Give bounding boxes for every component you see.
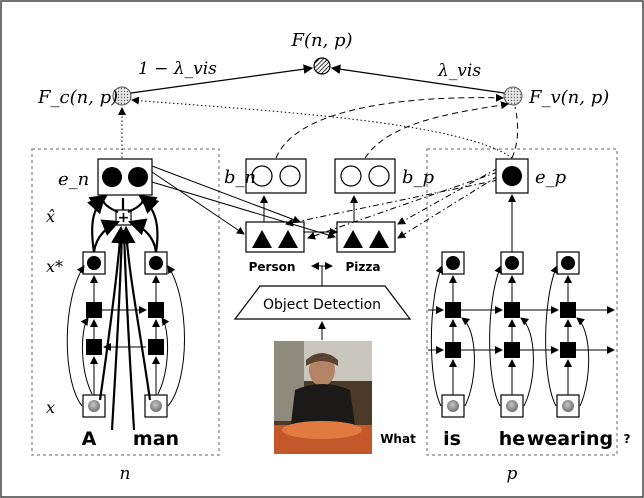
weight-right-label: λ_vis xyxy=(437,61,481,81)
weight-right-arrow xyxy=(330,64,505,94)
left-encoder-man xyxy=(144,251,168,418)
person-box-unit xyxy=(251,165,273,187)
fusion-node xyxy=(313,57,331,75)
left-panel-label: n xyxy=(120,464,131,484)
row-label-x-star: x* xyxy=(46,257,63,276)
person-box-unit xyxy=(279,165,301,187)
visual-score-label: F_v(n, p) xyxy=(528,87,609,108)
weight-left-label: 1 − λ_vis xyxy=(138,59,217,79)
object-detection-module xyxy=(233,285,412,320)
right-panel-label: p xyxy=(507,464,518,484)
weight-left-arrow xyxy=(130,64,314,94)
phrase-embedding-label: e_p xyxy=(535,167,567,188)
detection-label: Person xyxy=(249,260,296,274)
question-word: What xyxy=(380,432,416,446)
right-encoder-he xyxy=(500,251,524,418)
right-connections xyxy=(428,265,615,407)
pizza-box-unit xyxy=(340,165,362,187)
fusion-score-label: F(n, p) xyxy=(290,30,352,51)
row-label-x: x xyxy=(46,398,55,417)
phrase-n-word: man xyxy=(133,428,179,450)
noun-embedding-unit xyxy=(128,167,148,187)
phrase-p-word: he xyxy=(499,428,525,450)
phrase-p-word: wearing xyxy=(527,428,613,450)
right-encoder-wearing xyxy=(556,251,580,418)
aggregation-curves xyxy=(87,194,160,431)
noun-embedding-label: e_n xyxy=(58,169,89,190)
right-panel xyxy=(426,148,618,456)
sum-symbol: + xyxy=(118,210,130,226)
context-score-node xyxy=(112,86,132,106)
phrase-p-word: is xyxy=(443,428,461,450)
phrase-n-word: A xyxy=(82,428,97,450)
person-box-label: b_n xyxy=(224,167,256,188)
object-detection-label: Object Detection xyxy=(263,297,381,313)
question-mark: ? xyxy=(624,432,631,446)
noun-embedding-unit xyxy=(102,167,122,187)
right-encoder-is xyxy=(441,251,465,418)
phrase-embedding-unit xyxy=(502,166,522,186)
visual-score-node xyxy=(503,86,523,106)
context-score-label: F_c(n, p) xyxy=(37,87,118,108)
left-vertical-connections xyxy=(66,265,185,407)
input-image xyxy=(274,341,372,454)
detection-label: Pizza xyxy=(346,260,381,274)
pizza-box-unit xyxy=(368,165,390,187)
row-label-x-hat: x̂ xyxy=(46,207,55,226)
pizza-box-label: b_p xyxy=(402,167,435,188)
